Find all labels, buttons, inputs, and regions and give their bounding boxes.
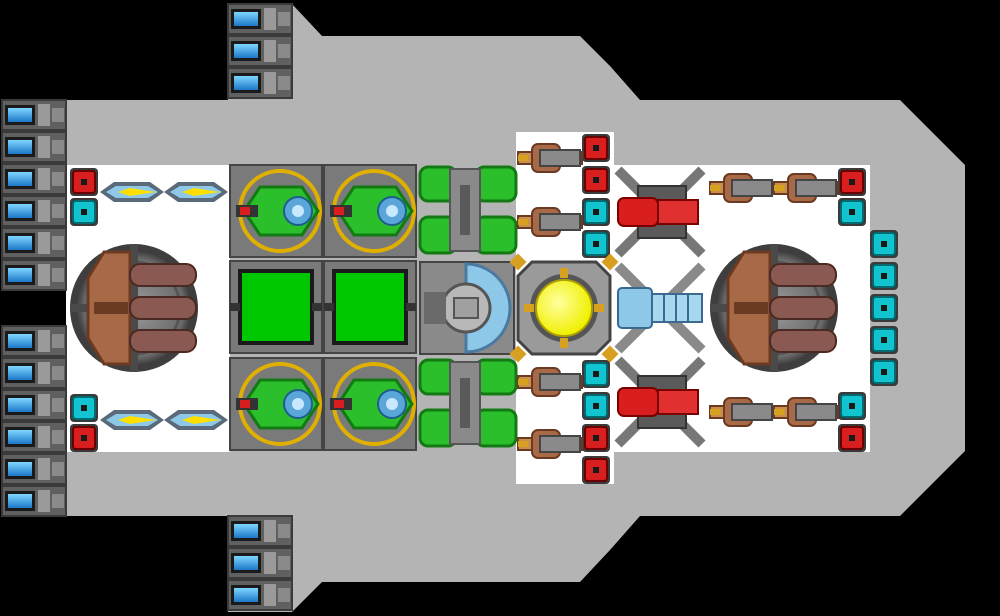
power-cell-cyan-icon[interactable] [870,262,898,290]
heavy-turret-icon[interactable] [70,244,198,372]
laser-cannon-icon[interactable] [164,182,228,202]
thruster-pod-icon[interactable] [1,389,67,421]
thruster-pod-icon[interactable] [1,195,67,227]
thruster-pod-icon[interactable] [1,485,67,517]
power-cell-cyan-icon[interactable] [870,358,898,386]
thruster-pod-icon[interactable] [1,421,67,453]
power-cell-cyan-icon[interactable] [70,394,98,422]
thruster-pod-icon[interactable] [1,227,67,259]
shield-generator-icon[interactable] [323,164,417,258]
sensor-dome-icon[interactable] [419,261,515,355]
railgun-icon[interactable] [517,207,583,237]
thruster-pod-icon[interactable] [1,99,67,131]
fuel-tank-icon[interactable] [418,165,518,255]
shield-generator-icon[interactable] [323,357,417,451]
power-cell-red-icon[interactable] [838,168,866,196]
copper-cannons [517,143,839,459]
railgun-icon[interactable] [709,397,775,427]
power-cell-red-icon[interactable] [582,456,610,484]
power-cell-red-icon[interactable] [582,166,610,194]
thruster-pod-icon[interactable] [227,579,293,611]
power-cell-cyan-icon[interactable] [838,392,866,420]
laser-cannon-icon[interactable] [164,410,228,430]
thruster-pod-icon[interactable] [1,357,67,389]
power-cell-red-icon[interactable] [70,424,98,452]
power-cell-red-icon[interactable] [70,168,98,196]
thruster-pod-icon[interactable] [227,515,293,547]
ion-drive-icon[interactable] [614,262,706,354]
power-cell-red-icon[interactable] [838,424,866,452]
thruster-pod-icon[interactable] [227,67,293,99]
power-cell-cyan-icon[interactable] [582,392,610,420]
reactor-core-icon[interactable] [509,253,619,363]
railgun-icon[interactable] [517,143,583,173]
thruster-pod-icon[interactable] [1,131,67,163]
thruster-pod-icon[interactable] [1,259,67,291]
armor-block-icon[interactable] [229,260,323,354]
fuel-tank-icon[interactable] [418,358,518,448]
thruster-pod-icon[interactable] [1,163,67,195]
thruster-pod-icon[interactable] [227,35,293,67]
power-cell-cyan-icon[interactable] [582,230,610,258]
power-cells [70,134,898,484]
power-cell-red-icon[interactable] [582,134,610,162]
railgun-icon[interactable] [709,173,775,203]
power-cell-cyan-icon[interactable] [870,326,898,354]
power-cell-cyan-icon[interactable] [870,294,898,322]
thruster-pod-icon[interactable] [227,547,293,579]
power-cell-cyan-icon[interactable] [838,198,866,226]
railgun-icon[interactable] [517,429,583,459]
laser-cannon-icon[interactable] [100,182,164,202]
thruster-pod-icon[interactable] [227,3,293,35]
thruster-module-icon[interactable] [614,166,706,258]
thruster-pod-icon[interactable] [1,325,67,357]
railgun-icon[interactable] [773,173,839,203]
railgun-icon[interactable] [773,397,839,427]
heavy-turret-icon[interactable] [710,244,838,372]
railgun-icon[interactable] [517,367,583,397]
shield-generator-icon[interactable] [229,357,323,451]
thruster-pod-icon[interactable] [1,453,67,485]
power-cell-cyan-icon[interactable] [582,198,610,226]
engine-pods [1,3,293,611]
power-cell-red-icon[interactable] [582,424,610,452]
laser-cannon-icon[interactable] [100,410,164,430]
thruster-module-icon[interactable] [614,356,706,448]
shield-generator-icon[interactable] [229,164,323,258]
power-cell-cyan-icon[interactable] [70,198,98,226]
ship-hull [66,4,965,612]
power-cell-cyan-icon[interactable] [582,360,610,388]
armor-block-icon[interactable] [323,260,417,354]
power-cell-cyan-icon[interactable] [870,230,898,258]
